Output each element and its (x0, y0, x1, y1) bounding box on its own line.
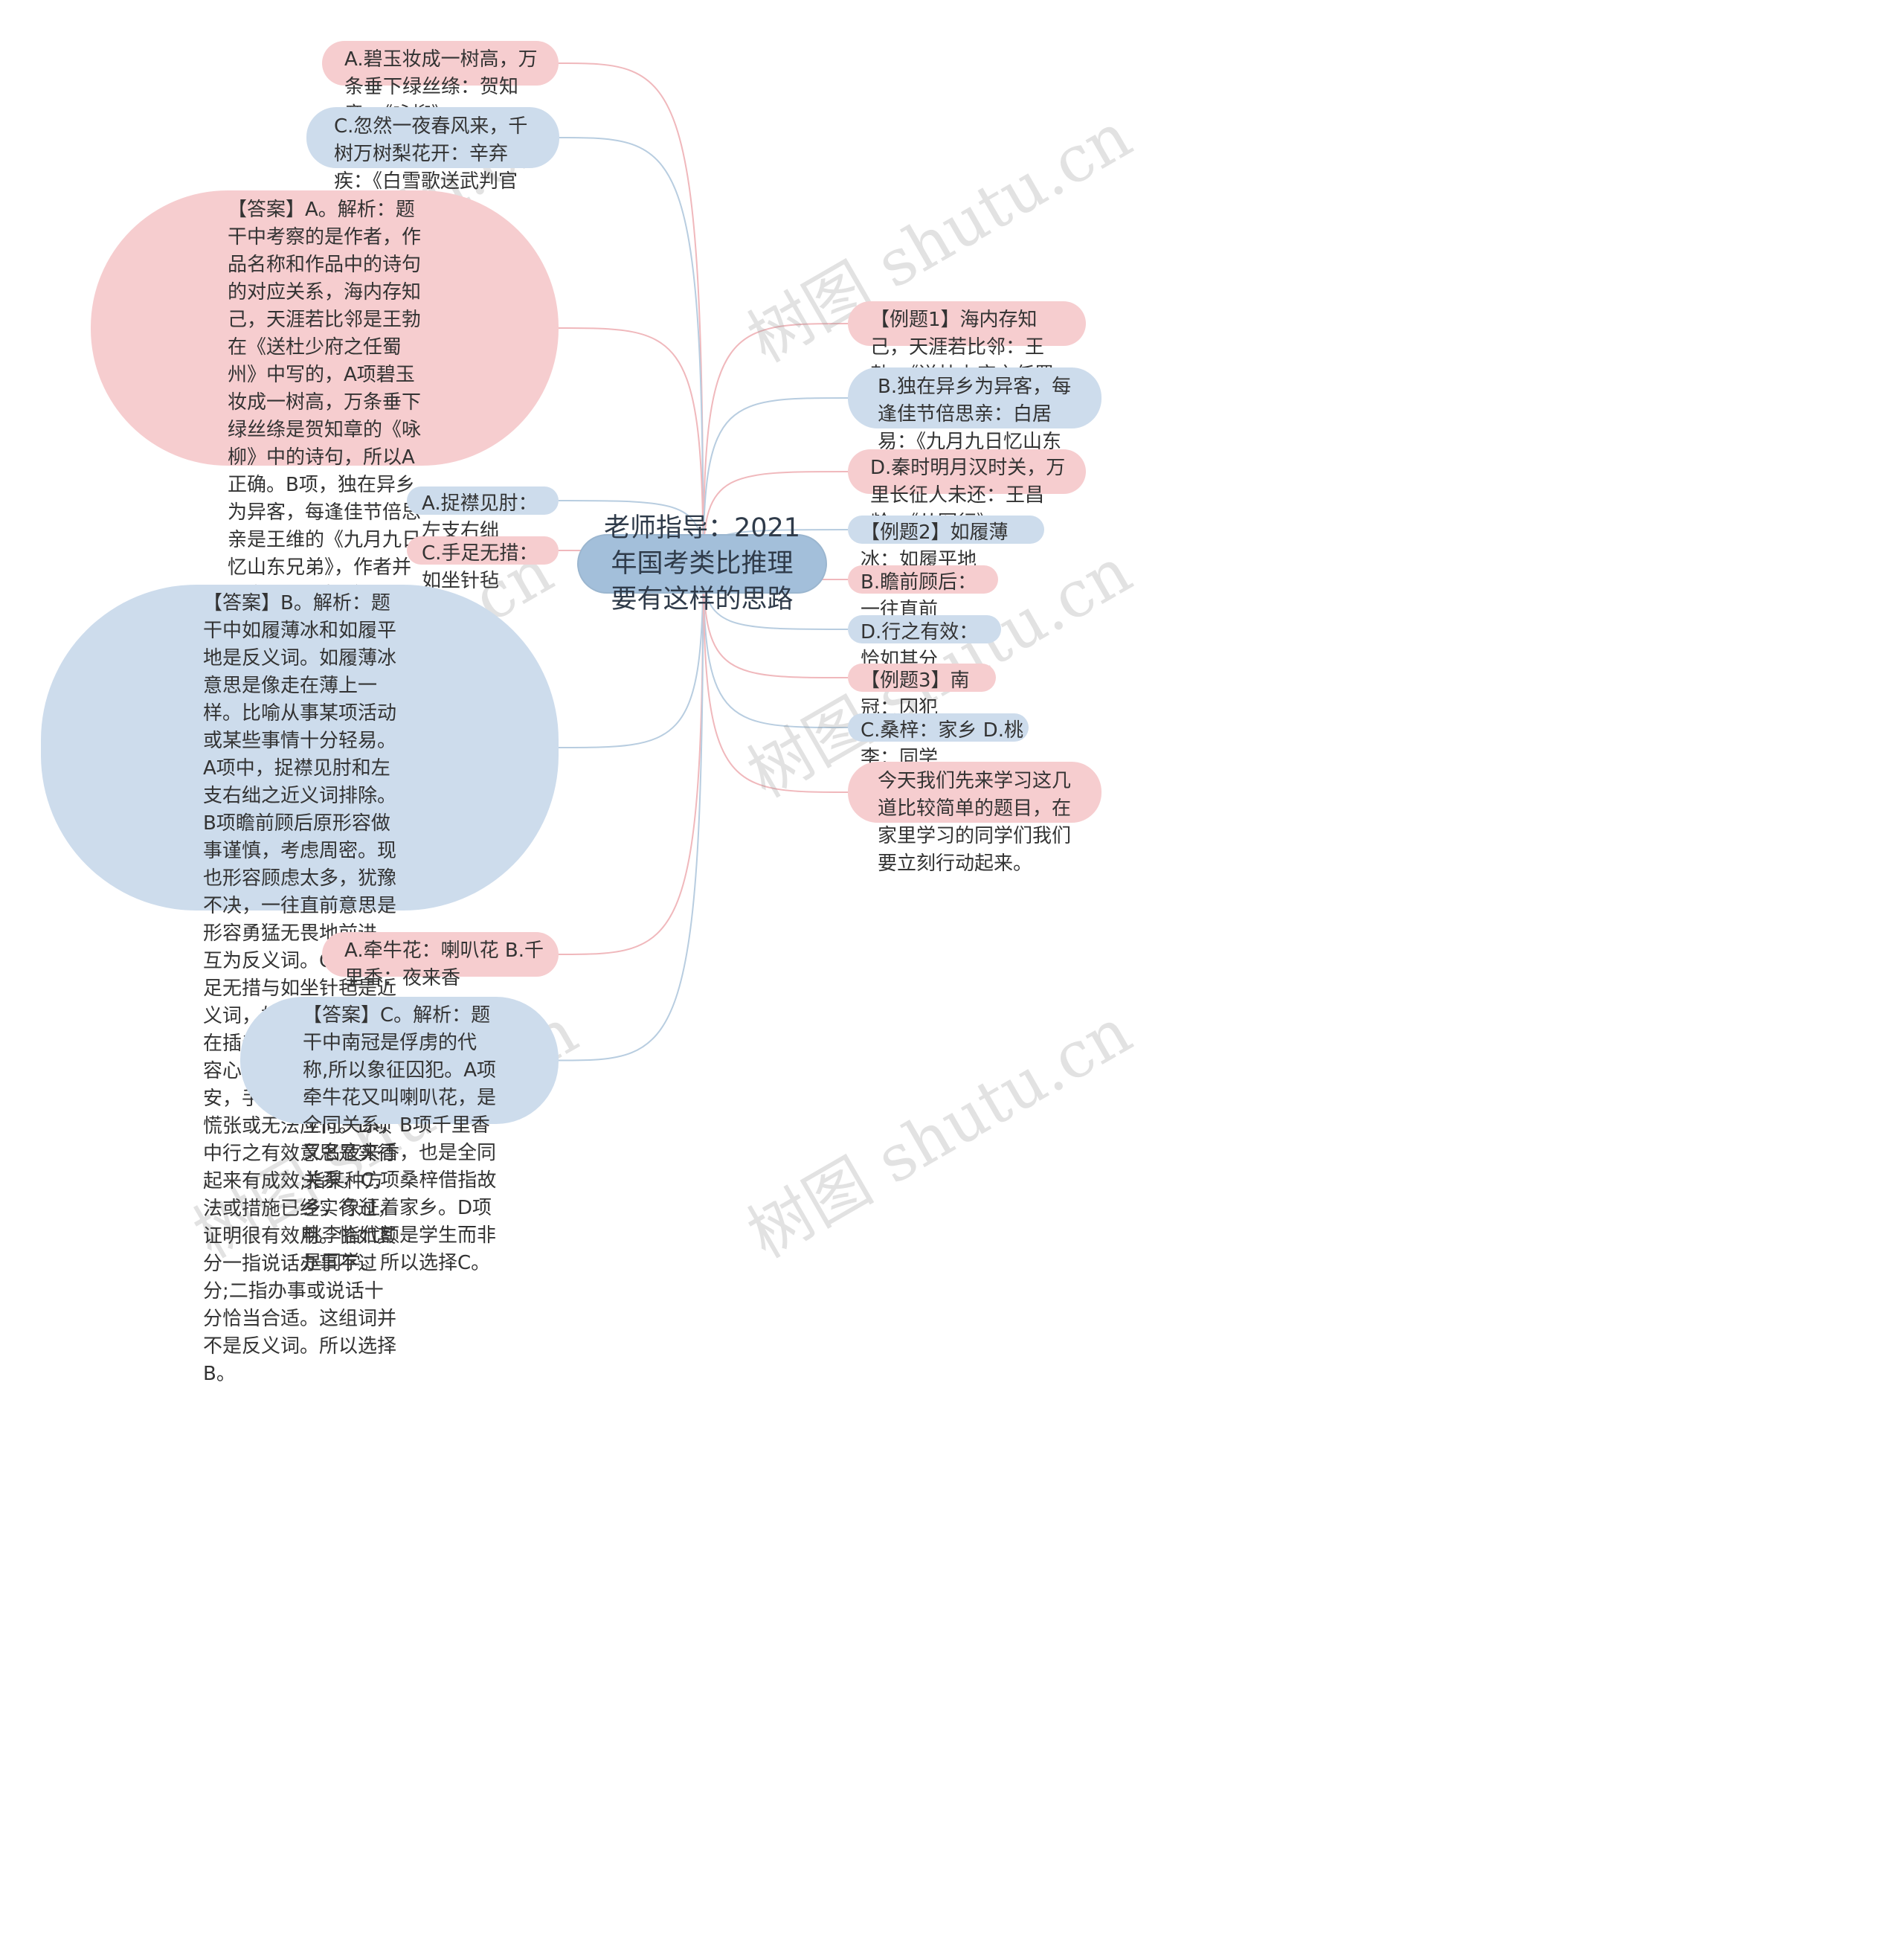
central-topic[interactable]: 老师指导：2021年国考类比推理要有这样的思路 (577, 513, 827, 614)
connector-line (702, 397, 849, 565)
branch-node-option-d-poem[interactable]: D.秦时明月汉时关，万里长征人未还：王昌龄：《从军行》 (848, 449, 1086, 534)
branch-node-answer-2[interactable]: 【答案】B。解析：题干中如履薄冰和如履平地是反义词。如履薄冰意思是像走在薄上一样… (41, 585, 559, 1385)
node-text: 【答案】B。解析：题干中如履薄冰和如履平地是反义词。如履薄冰意思是像走在薄上一样… (203, 592, 397, 1385)
connector-line (558, 564, 704, 955)
branch-node-answer-3[interactable]: 【答案】C。解析：题干中南冠是俘虏的代称,所以象征囚犯。A项牵牛花又叫喇叭花，是… (240, 997, 559, 1274)
branch-node-option-a-idiom[interactable]: A.捉襟见肘：左支右绌 (407, 486, 559, 542)
connector-line (702, 564, 849, 728)
node-text: 今天我们先来学习这几道比较简单的题目，在家里学习的同学们我们要立刻行动起来。 (878, 770, 1072, 875)
branch-node-option-ab-flowers[interactable]: A.牵牛花：喇叭花 B.千里香：夜来香 (322, 932, 559, 989)
connector-line (559, 137, 704, 565)
branch-node-option-c-poem[interactable]: C.忽然一夜春风来，千树万树梨花开：辛弃疾：《白雪歌送武判官归京》 (306, 107, 559, 220)
connector-line (702, 471, 849, 565)
branch-node-option-b-idiom[interactable]: B.瞻前顾后：一往直前 (848, 565, 998, 621)
branch-node-example-3[interactable]: 【例题3】南冠：囚犯 (848, 664, 996, 719)
branch-node-option-d-idiom[interactable]: D.行之有效：恰如其分 (848, 615, 1001, 671)
connector-line (702, 323, 849, 565)
connector-line (702, 564, 849, 793)
central-topic-label: 老师指导：2021年国考类比推理要有这样的思路 (603, 513, 801, 614)
branch-node-example-2[interactable]: 【例题2】如履薄冰：如履平地 (848, 516, 1044, 571)
branch-node-option-c-idiom[interactable]: C.手足无措：如坐针毡 (407, 536, 559, 592)
branch-node-closing-note[interactable]: 今天我们先来学习这几道比较简单的题目，在家里学习的同学们我们要立刻行动起来。 (848, 762, 1101, 875)
connector-line (558, 62, 704, 565)
branch-node-option-b-poem[interactable]: B.独在异乡为异客，每逢佳节倍思亲：白居易：《九月九日忆山东兄弟》 (848, 367, 1101, 481)
connector-line (558, 327, 704, 565)
connector-line (558, 564, 704, 1062)
node-text: C.手足无措：如坐针毡 (422, 542, 538, 592)
connector-line (558, 564, 704, 748)
connector-line (702, 564, 849, 678)
branch-node-answer-1[interactable]: 【答案】A。解析：题干中考察的是作者，作品名称和作品中的诗句的对应关系，海内存知… (91, 190, 559, 854)
node-text: A.牵牛花：喇叭花 B.千里香：夜来香 (344, 940, 544, 989)
branch-node-option-a-poem[interactable]: A.碧玉妆成一树高，万条垂下绿丝绦：贺知章：《咏柳》 (322, 41, 559, 126)
branch-node-option-cd-terms[interactable]: C.桑梓：家乡 D.桃李：同学 (848, 713, 1029, 769)
branch-node-example-1[interactable]: 【例题1】海内存知己，天涯若比邻：王勃：《送杜少府之任蜀州》 (848, 301, 1086, 414)
node-text: 【答案】C。解析：题干中南冠是俘虏的代称,所以象征囚犯。A项牵牛花又叫喇叭花，是… (303, 1004, 497, 1274)
